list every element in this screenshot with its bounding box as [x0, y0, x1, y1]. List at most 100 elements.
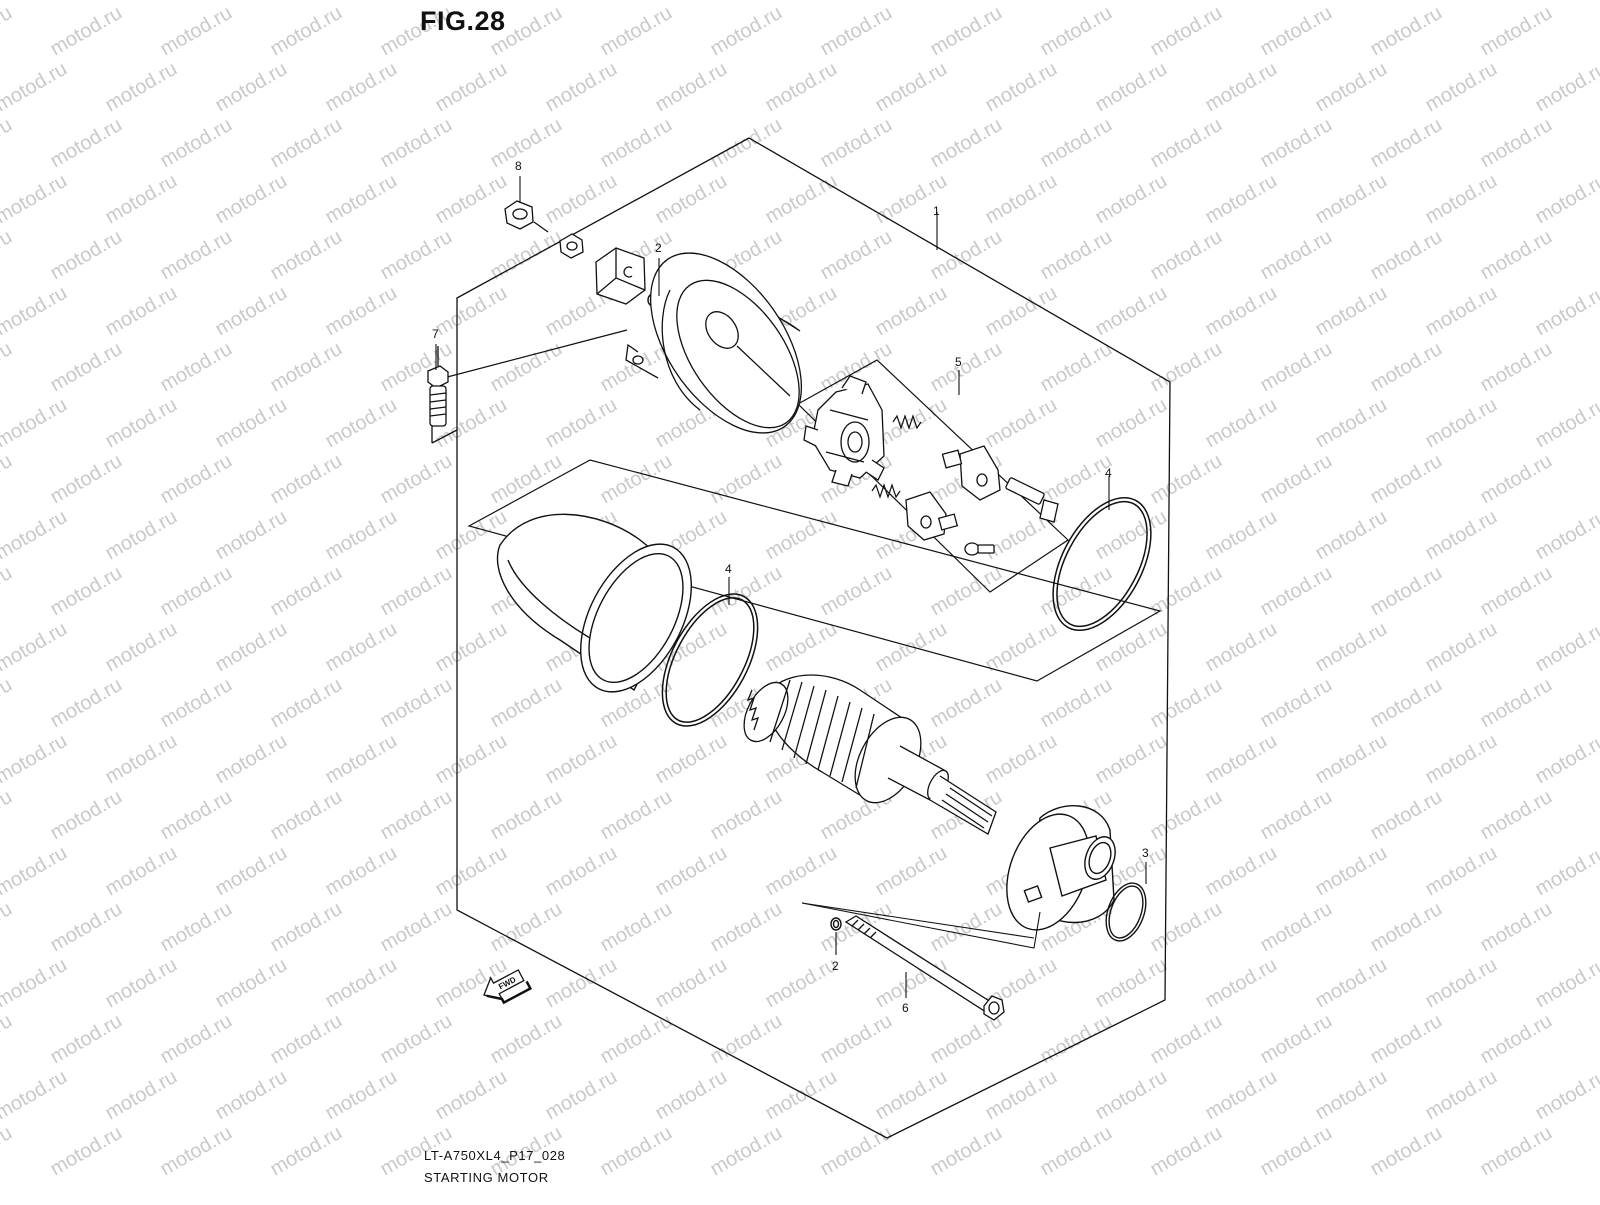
watermark-text: motod.ru — [0, 618, 71, 677]
watermark-text: motod.ru — [597, 898, 676, 957]
watermark-text: motod.ru — [157, 338, 236, 397]
callout-8: 8 — [515, 159, 522, 173]
watermark-text: motod.ru — [1147, 786, 1226, 845]
watermark-text: motod.ru — [1312, 170, 1391, 229]
watermark-text: motod.ru — [762, 170, 841, 229]
watermark-text: motod.ru — [1257, 450, 1336, 509]
watermark-text: motod.ru — [1367, 786, 1446, 845]
watermark-text: motod.ru — [102, 618, 181, 677]
watermark-text: motod.ru — [652, 842, 731, 901]
callout-6: 6 — [902, 1001, 909, 1015]
watermark-text: motod.ru — [377, 898, 456, 957]
watermark-text: motod.ru — [652, 1066, 731, 1125]
watermark-text: motod.ru — [1037, 1122, 1116, 1181]
watermark-text: motod.ru — [0, 114, 16, 173]
watermark-text: motod.ru — [927, 338, 1006, 397]
watermark-text: motod.ru — [0, 282, 71, 341]
watermark-text: motod.ru — [157, 674, 236, 733]
watermark-text: motod.ru — [267, 674, 346, 733]
watermark-text: motod.ru — [1422, 618, 1501, 677]
watermark-text: motod.ru — [0, 730, 71, 789]
figure-title: FIG.28 — [420, 6, 506, 37]
watermark-text: motod.ru — [927, 226, 1006, 285]
watermark-text: motod.ru — [322, 618, 401, 677]
watermark-text: motod.ru — [1532, 506, 1600, 565]
watermark-text: motod.ru — [1147, 338, 1226, 397]
watermark-text: motod.ru — [927, 2, 1006, 61]
watermark-text: motod.ru — [102, 730, 181, 789]
watermark-text: motod.ru — [872, 170, 951, 229]
watermark-text: motod.ru — [1312, 58, 1391, 117]
watermark-text: motod.ru — [157, 2, 236, 61]
watermark-text: motod.ru — [762, 58, 841, 117]
watermark-text: motod.ru — [1367, 1122, 1446, 1181]
watermark-text: motod.ru — [322, 954, 401, 1013]
watermark-text: motod.ru — [1422, 282, 1501, 341]
watermark-text: motod.ru — [1477, 226, 1556, 285]
watermark-text: motod.ru — [1477, 2, 1556, 61]
watermark-text: motod.ru — [762, 1066, 841, 1125]
watermark-text: motod.ru — [1312, 1066, 1391, 1125]
watermark-text: motod.ru — [1202, 282, 1281, 341]
watermark-text: motod.ru — [322, 170, 401, 229]
callout-1: 1 — [933, 204, 940, 218]
watermark-text: motod.ru — [157, 898, 236, 957]
watermark-text: motod.ru — [707, 2, 786, 61]
watermark-text: motod.ru — [267, 2, 346, 61]
watermark-text: motod.ru — [1312, 282, 1391, 341]
watermark-text: motod.ru — [1092, 506, 1171, 565]
watermark-text: motod.ru — [1532, 58, 1600, 117]
watermark-text: motod.ru — [102, 1066, 181, 1125]
watermark-text: motod.ru — [707, 1122, 786, 1181]
watermark-text: motod.ru — [1477, 1122, 1556, 1181]
watermark-text: motod.ru — [267, 450, 346, 509]
watermark-text: motod.ru — [652, 58, 731, 117]
watermark-text: motod.ru — [1477, 562, 1556, 621]
brush-holder — [804, 376, 884, 486]
watermark-text: motod.ru — [762, 506, 841, 565]
callout-4-left: 4 — [725, 562, 732, 576]
watermark-text: motod.ru — [1037, 450, 1116, 509]
watermark-text: motod.ru — [322, 730, 401, 789]
watermark-text: motod.ru — [47, 338, 126, 397]
watermark-text: motod.ru — [47, 226, 126, 285]
watermark-text: motod.ru — [1477, 786, 1556, 845]
watermark-text: motod.ru — [1257, 114, 1336, 173]
watermark-text: motod.ru — [1147, 226, 1226, 285]
watermark-text: motod.ru — [0, 786, 16, 845]
watermark-text: motod.ru — [1092, 58, 1171, 117]
watermark-text: motod.ru — [872, 1066, 951, 1125]
watermark-text: motod.ru — [157, 450, 236, 509]
watermark-text: motod.ru — [102, 282, 181, 341]
watermark-text: motod.ru — [1147, 1010, 1226, 1069]
watermark-text: motod.ru — [872, 58, 951, 117]
watermark-text: motod.ru — [1367, 562, 1446, 621]
watermark-text: motod.ru — [982, 58, 1061, 117]
watermark-text: motod.ru — [1477, 1010, 1556, 1069]
watermark-text: motod.ru — [1367, 226, 1446, 285]
watermark-text: motod.ru — [212, 394, 291, 453]
watermark-text: motod.ru — [1312, 842, 1391, 901]
watermark-text: motod.ru — [1202, 842, 1281, 901]
watermark-text: motod.ru — [1202, 954, 1281, 1013]
watermark-text: motod.ru — [432, 730, 511, 789]
watermark-text: motod.ru — [597, 1010, 676, 1069]
watermark-text: motod.ru — [1092, 1066, 1171, 1125]
watermark-text: motod.ru — [1477, 674, 1556, 733]
watermark-text: motod.ru — [1092, 394, 1171, 453]
watermark-text: motod.ru — [487, 1010, 566, 1069]
watermark-text: motod.ru — [102, 954, 181, 1013]
watermark-text: motod.ru — [1532, 618, 1600, 677]
watermark-text: motod.ru — [542, 730, 621, 789]
watermark-text: motod.ru — [1257, 226, 1336, 285]
watermark-text: motod.ru — [487, 338, 566, 397]
watermark-text: motod.ru — [267, 226, 346, 285]
watermark-text: motod.ru — [212, 282, 291, 341]
terminal-insulator — [596, 248, 645, 304]
watermark-text: motod.ru — [1092, 170, 1171, 229]
watermark-text: motod.ru — [1367, 1010, 1446, 1069]
watermark-text: motod.ru — [1147, 1122, 1226, 1181]
watermark-text: motod.ru — [1092, 282, 1171, 341]
watermark-text: motod.ru — [1147, 674, 1226, 733]
watermark-text: motod.ru — [707, 1010, 786, 1069]
